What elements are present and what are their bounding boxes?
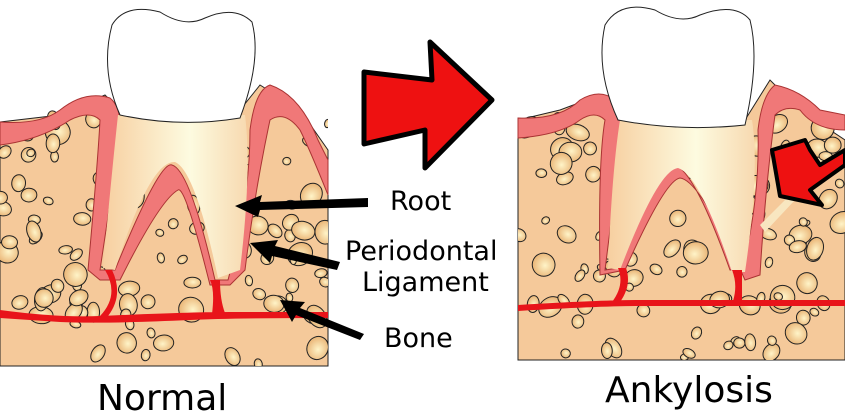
bone-particle <box>723 340 734 351</box>
bone-particle <box>167 218 179 230</box>
gum <box>0 84 329 286</box>
bone-particle <box>764 256 774 269</box>
root-label: Root <box>390 186 451 217</box>
bone-particle <box>183 276 202 289</box>
bone-particle <box>26 220 42 243</box>
bone-particle <box>784 322 808 345</box>
bone-particle <box>549 151 573 175</box>
tooth-root <box>103 115 248 278</box>
bone-particle <box>42 196 54 206</box>
bone-particle <box>156 252 165 264</box>
bone-particle <box>155 228 165 237</box>
bone-particle <box>285 277 300 294</box>
caption-normal: Normal <box>97 378 227 416</box>
bone-particle <box>796 272 818 295</box>
bone-particle <box>663 239 681 258</box>
blood-vessel <box>518 268 845 311</box>
bone-particle <box>541 216 551 225</box>
bone-particle <box>669 209 687 228</box>
periodontal-label: Periodontal <box>345 236 497 267</box>
bone-particle <box>649 263 663 276</box>
label-arrows <box>235 195 368 340</box>
bone-particle <box>682 241 709 265</box>
ligament-pointer-arrow <box>250 240 340 270</box>
bone-particle <box>829 211 845 234</box>
bone-particle <box>291 220 316 241</box>
bone-particle <box>282 156 292 166</box>
bone-particle <box>744 333 757 352</box>
ligament-label: Ligament <box>362 267 489 298</box>
bone-particle <box>90 344 106 363</box>
bone-particle <box>153 334 175 352</box>
root-pointer-arrow <box>235 195 368 217</box>
bone-particle <box>806 236 825 261</box>
bone-particle <box>69 289 89 307</box>
bone-particle <box>314 268 328 279</box>
bone-particle <box>535 168 548 179</box>
bone-particle <box>58 245 73 255</box>
bone-particle <box>518 228 527 243</box>
bone-particle <box>795 309 811 326</box>
bone-particle <box>306 335 328 361</box>
bone-particle <box>788 240 807 254</box>
bone-particle <box>73 212 92 226</box>
bone-particle <box>253 358 263 366</box>
bone-particle <box>244 274 254 287</box>
bone-particle <box>574 269 586 282</box>
fused-area <box>760 195 795 232</box>
tooth-root <box>608 120 755 272</box>
tooth-crown <box>601 6 755 129</box>
bone-particle <box>69 248 83 261</box>
bone-particle <box>11 295 29 310</box>
bone-particle <box>319 276 328 288</box>
bone-particle <box>116 332 137 354</box>
bone-particle <box>560 348 571 359</box>
bone-particle <box>140 294 156 310</box>
bone-particle <box>762 343 781 360</box>
bone-particle <box>50 278 65 293</box>
transition-arrow-icon <box>361 39 495 171</box>
bone-particle <box>1 235 18 250</box>
bone-particle <box>34 288 54 308</box>
bone-particle <box>798 217 808 227</box>
bone-particle <box>0 190 8 205</box>
blood-vessel <box>0 270 328 323</box>
bone-particle <box>682 348 696 359</box>
ankylosis-tooth-panel <box>517 6 845 361</box>
bone-particle <box>733 337 746 349</box>
bone-particle <box>809 307 820 317</box>
bone-label: Bone <box>384 323 453 354</box>
bone-particle <box>676 266 688 278</box>
bone-particle <box>20 187 38 203</box>
bone-particle <box>63 262 88 287</box>
bone-particle <box>690 326 703 340</box>
bone-particle <box>146 327 156 339</box>
bone-particle <box>834 178 845 189</box>
bone-particle <box>565 123 590 142</box>
bone-particle <box>0 145 12 159</box>
bone-particle <box>177 254 188 265</box>
normal-tooth-panel <box>0 8 329 367</box>
bone-particle <box>267 223 283 239</box>
bone-particle <box>601 342 613 360</box>
bone-particle <box>252 288 267 301</box>
bone-particle <box>823 136 842 154</box>
bone-particle <box>324 118 328 129</box>
bone-particle <box>766 335 777 346</box>
ankylosis-indicator-arrow-icon <box>770 138 845 207</box>
bone-particle <box>556 225 577 244</box>
bone-particle <box>571 314 585 329</box>
bone-particle <box>583 141 597 156</box>
bone-particle <box>26 148 36 158</box>
bone-particle <box>224 347 241 366</box>
bone-particle <box>140 348 151 362</box>
bone-particle <box>531 252 556 277</box>
tooth-crown <box>107 8 256 123</box>
caption-ankylosis: Ankylosis <box>605 370 773 411</box>
bone-pointer-arrow <box>280 300 364 340</box>
bone-particle <box>11 174 27 193</box>
bone-particle <box>45 133 61 154</box>
